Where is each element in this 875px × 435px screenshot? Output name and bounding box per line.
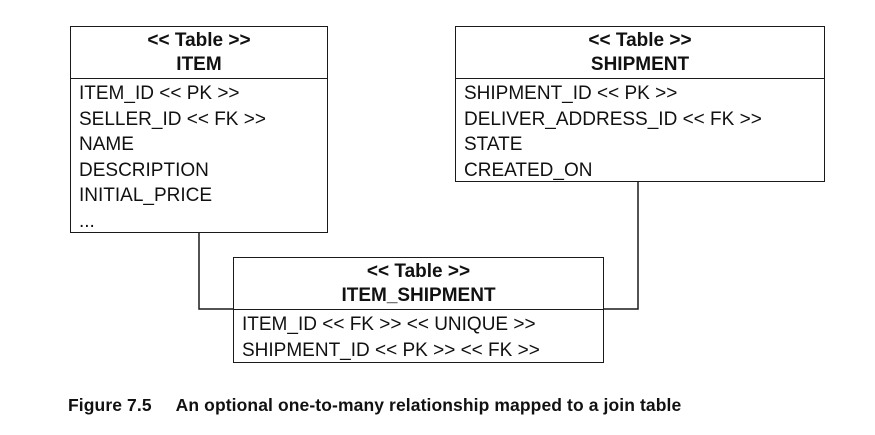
table-column: SHIPMENT_ID << PK >> << FK >> [242, 339, 540, 361]
shipment-to-item-shipment-connector [604, 182, 639, 310]
table-stereotype: << Table >> [588, 30, 692, 51]
table-name: SHIPMENT [590, 54, 690, 75]
table-column: INITIAL_PRICE [79, 185, 213, 206]
table-column: ITEM_ID << FK >> << UNIQUE >> [242, 314, 536, 335]
table-column: NAME [79, 134, 134, 155]
figure-caption: Figure 7.5 An optional one-to-many relati… [68, 395, 681, 416]
table-stereotype: << Table >> [147, 30, 251, 51]
table-header: << Table >> ITEM [71, 27, 327, 79]
table-column: DELIVER_ADDRESS_ID << FK >> [464, 108, 762, 130]
table-stereotype: << Table >> [366, 261, 471, 282]
item-shipment-table: << Table >> ITEM_SHIPMENT ITEM_ID << FK … [233, 257, 604, 363]
table-header: << Table >> SHIPMENT [456, 27, 824, 79]
table-header: << Table >> ITEM_SHIPMENT [234, 258, 603, 310]
table-column: CREATED_ON [464, 159, 593, 181]
table-column: ITEM_ID << PK >> [79, 83, 240, 104]
table-name: ITEM [176, 54, 222, 75]
table-name: ITEM_SHIPMENT [341, 285, 496, 306]
table-column: STATE [464, 134, 523, 155]
item-table: << Table >> ITEM ITEM_ID << PK >> SELLER… [70, 26, 328, 233]
table-columns: ITEM_ID << FK >> << UNIQUE >> SHIPMENT_I… [234, 310, 603, 365]
figure-caption-text: An optional one-to-many relationship map… [175, 395, 682, 415]
item-to-item-shipment-connector [198, 233, 233, 310]
table-columns: SHIPMENT_ID << PK >> DELIVER_ADDRESS_ID … [456, 79, 824, 185]
table-column: SHIPMENT_ID << PK >> [464, 83, 678, 104]
table-column: DESCRIPTION [79, 159, 209, 181]
table-column: ... [79, 210, 95, 232]
shipment-table: << Table >> SHIPMENT SHIPMENT_ID << PK >… [455, 26, 825, 182]
figure-number: Figure 7.5 [68, 395, 152, 415]
table-columns: ITEM_ID << PK >> SELLER_ID << FK >> NAME… [71, 79, 327, 236]
table-column: SELLER_ID << FK >> [79, 108, 266, 130]
